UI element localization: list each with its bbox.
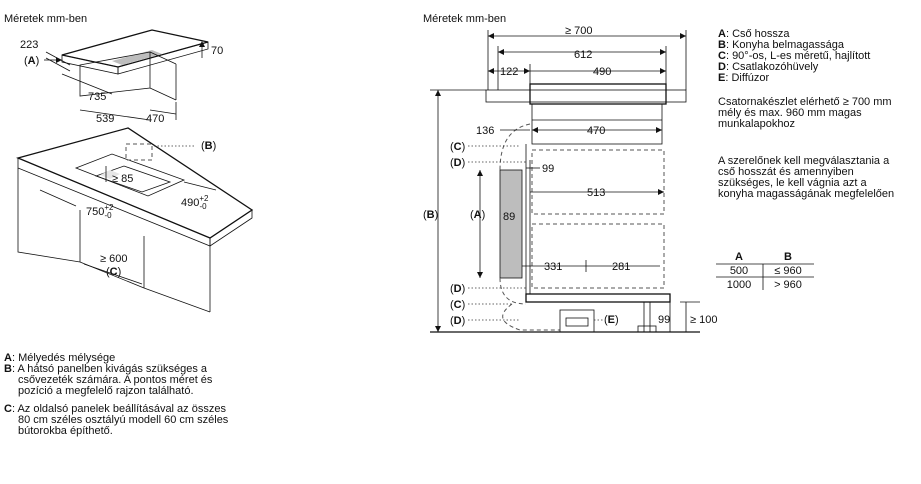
dim-470: 470 [146,113,164,125]
dim-470-side: 470 [587,125,605,137]
note2-line1: A szerelőnek kell megválasztania a [718,155,890,167]
dim-600: ≥ 600 [100,253,127,265]
side-dimensions: (B) 136 470 99 513 (A) 331 281 99 ≥ 100 … [423,89,717,332]
table-cell-r1-A: 500 [730,265,748,277]
dim-331: 331 [544,261,562,273]
left-legend-C-1: C: Az oldalsó panelek beállításával az ö… [4,403,226,415]
left-legend-A: A: Mélyedés mélysége [4,352,115,364]
dim-100: ≥ 100 [690,314,717,326]
dim-281: 281 [612,261,630,273]
right-legend-E: E: Diffúzor [718,72,769,84]
table-cell-r1-B: ≤ 960 [774,265,801,277]
dim-122: 122 [500,66,518,78]
right-legend-A: A: Cső hossza [718,28,790,40]
right-dimensions-title: Méretek mm-ben [423,13,506,25]
countertop-drawing [16,127,254,313]
note-duct-kit: Csatornakészlet elérhető ≥ 700 mm mély é… [718,96,892,130]
right-legend-D: D: Csatlakozóhüvely [718,61,819,73]
table-cell-r2-B: > 960 [774,279,802,291]
right-legend: A: Cső hossza B: Konyha belmagassága C: … [718,28,870,84]
label-C-left: (C) [106,266,121,278]
left-legend-B-1: B: A hátsó panelben kivágás szükséges a [4,363,208,375]
right-legend-C: C: 90°-os, L-es méretű, hajlított [718,50,870,62]
label-A-side: (A) [470,209,485,221]
side-cabinet [525,144,671,303]
note1-line2: mély és max. 960 mm magas [718,107,862,119]
dim-99-bottom: 99 [658,314,670,326]
note1-line1: Csatornakészlet elérhető ≥ 700 mm [718,96,892,108]
left-legend-B-3: pozíció a megfelelő rajzon található. [18,385,194,397]
table-cell-r2-A: 1000 [727,279,751,291]
dim-89: 89 [503,211,515,223]
left-legend-C-2: 80 cm széles osztályú modell 60 cm széle… [18,414,229,426]
dim-70: 70 [211,45,223,57]
note2-line2: cső hosszát és amennyiben [718,166,854,178]
dim-750: 750+2-0 [86,203,114,220]
label-C-side-2: (C) [450,299,465,311]
table-header-B: B [784,251,792,263]
note1-line3: munkalapokhoz [718,118,795,130]
dim-513: 513 [587,187,605,199]
label-C-side-1: (C) [450,141,465,153]
side-countertop [485,83,687,145]
label-D-side-2: (D) [450,283,465,295]
note2-line3: szükséges, le kell vágnia azt a [718,177,867,189]
note-installer: A szerelőnek kell megválasztania a cső h… [718,155,894,200]
side-top-dimensions: ≥ 700 612 122 490 [487,25,687,90]
dim-612: 612 [574,49,592,61]
label-B-left: (B) [201,140,216,152]
side-floor [430,301,700,333]
dim-223: 223 [20,39,38,51]
label-E-side: (E) [604,314,619,326]
hob-unit-drawing [61,29,209,101]
right-legend-B: B: Konyha belmagassága [718,39,845,51]
dim-735: 735 [88,91,106,103]
label-A-top: (A) [24,55,39,67]
left-legend-B-2: csővezeték számára. A pontos méret és [18,374,213,386]
label-D-side-3: (D) [450,315,465,327]
left-dimensions-title: Méretek mm-ben [4,13,87,25]
dim-700: ≥ 700 [565,25,592,37]
dim-490: 490+2-0 [181,194,209,211]
counter-dimension-lines: (B) ≥ 85 750+2-0 490+2-0 ≥ 600 (C) [39,140,216,285]
hob-dimension-lines: 223 (A) 70 735 539 470 [20,39,223,125]
left-legend: A: Mélyedés mélysége B: A hátsó panelben… [4,352,229,437]
label-B-side: (B) [423,209,438,221]
table-header-A: A [735,251,743,263]
dim-490-right: 490 [593,66,611,78]
length-table: A B 500 ≤ 960 1000 > 960 [716,251,814,291]
label-D-side-1: (D) [450,157,465,169]
dim-99-top: 99 [542,163,554,175]
duct-pipe: 89 [499,123,595,333]
dim-85: ≥ 85 [112,173,133,185]
dim-136: 136 [476,125,494,137]
dim-539: 539 [96,113,114,125]
note2-line4: konyha magasságának megfelelően [718,188,894,200]
left-legend-C-3: bútorokba építhető. [18,425,113,437]
